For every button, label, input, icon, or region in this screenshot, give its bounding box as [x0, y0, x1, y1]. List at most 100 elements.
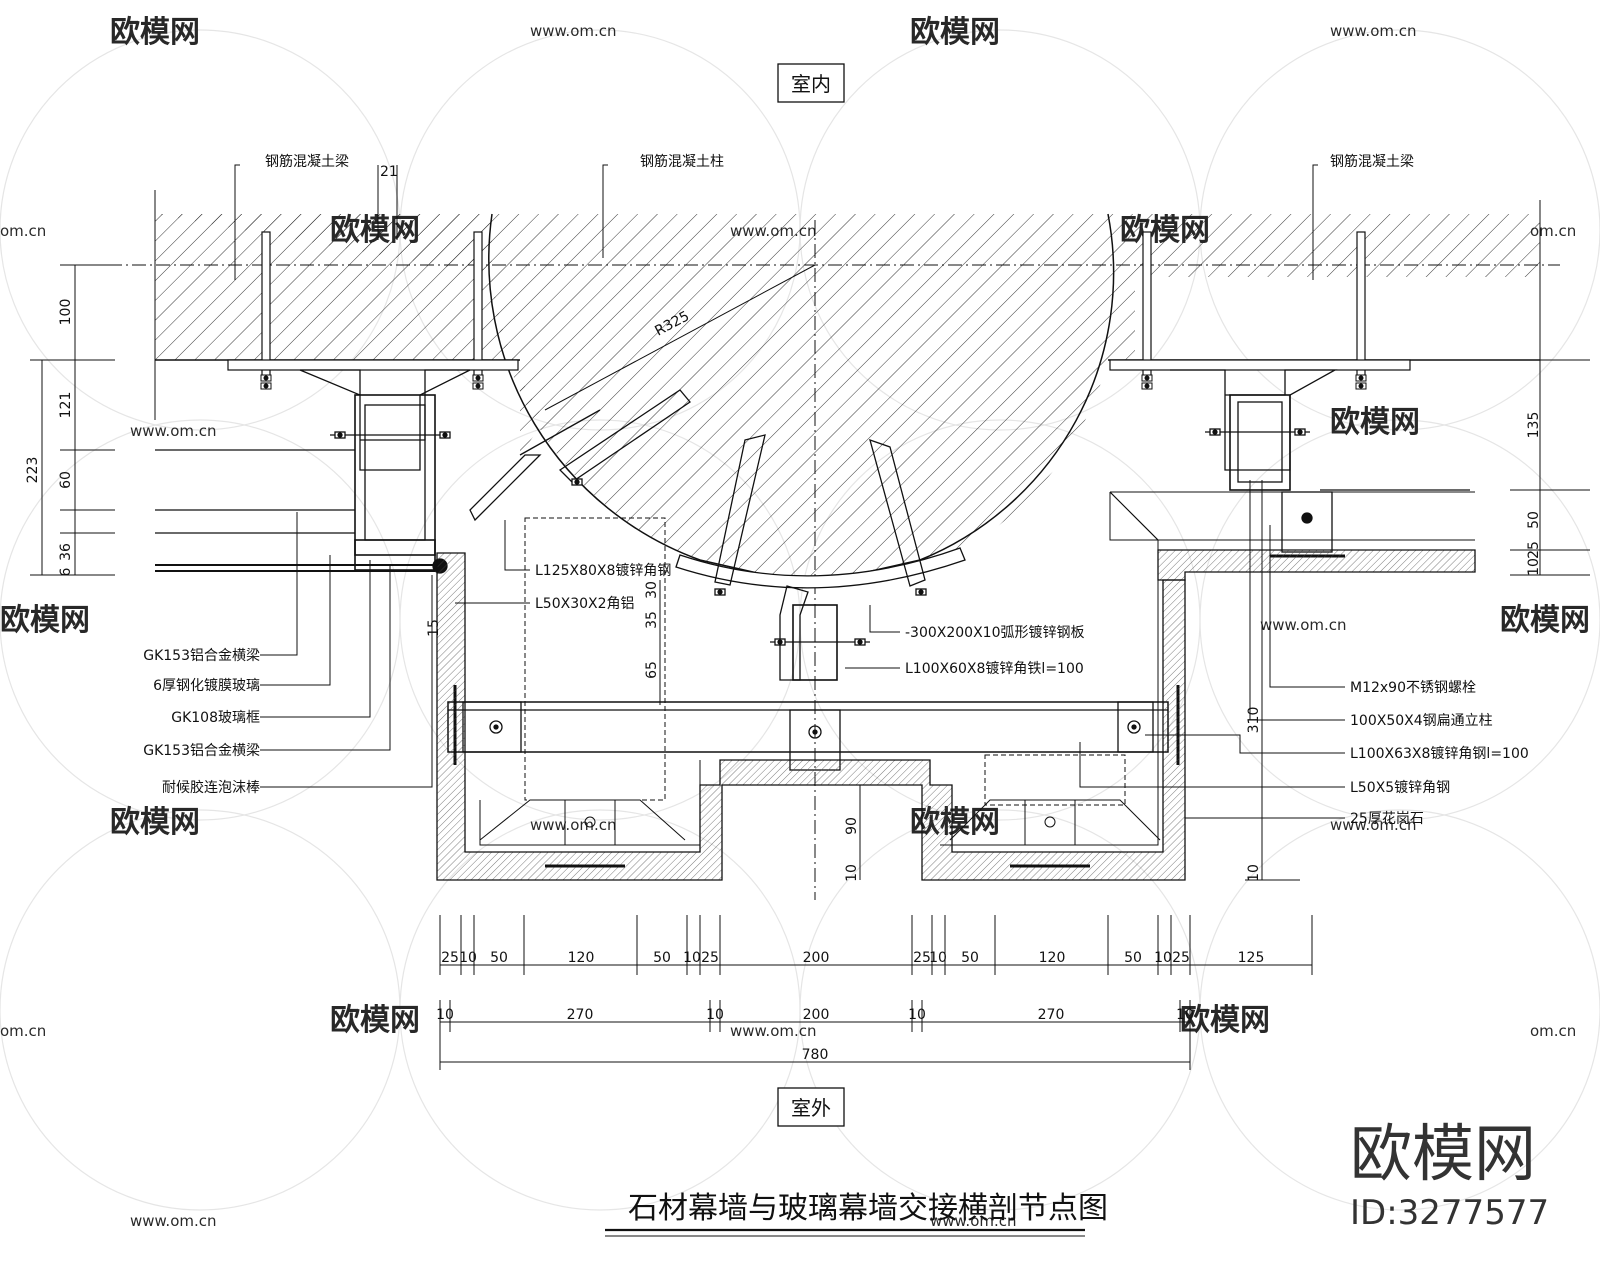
annotation-concrete-beam-left: 钢筋混凝土梁: [265, 153, 349, 170]
annotation-right-1: 100X50X4钢扁通立柱: [1350, 713, 1493, 729]
dim-label: 10: [1176, 1007, 1194, 1023]
horizontal-steel-member: [447, 685, 1180, 771]
brand-watermark: 欧模网 ID:3277577: [1350, 1117, 1549, 1233]
dim-label: 50: [1124, 950, 1142, 966]
model-id: ID:3277577: [1350, 1193, 1549, 1233]
wm-url: www.om.cn: [130, 1212, 217, 1230]
annotation-middle-1: L50X30X2角铝: [535, 596, 635, 612]
outdoor-tag: 室外: [777, 1087, 845, 1127]
dim-label: 10: [844, 864, 860, 882]
wm-url: www.om.cn: [130, 422, 217, 440]
indoor-label: 室内: [791, 72, 831, 96]
dim-label: 10: [1154, 950, 1172, 966]
annotation-left-0: GK153铝合金横梁: [143, 648, 260, 664]
dim-label: 90: [844, 817, 860, 835]
dim-label: 36: [58, 543, 74, 561]
wm-url: om.cn: [0, 222, 46, 240]
annotation-right-3: L50X5镀锌角钢: [1350, 779, 1450, 796]
wm-url: www.om.cn: [530, 816, 617, 834]
wm-url: www.om.cn: [1260, 616, 1347, 634]
wm-brand: 欧模网: [330, 1003, 420, 1038]
dim-label: 310: [1246, 707, 1262, 734]
dim-label: 10: [929, 950, 947, 966]
annotation-left-2: GK108玻璃框: [171, 709, 260, 726]
annotation-middle-0: L125X80X8镀锌角钢: [535, 562, 671, 579]
leader-lines: [234, 164, 1345, 819]
inner-frames: [479, 491, 1475, 868]
dim-label: 135: [1526, 412, 1542, 439]
wm-url: www.om.cn: [530, 22, 617, 40]
dim-label: 10: [436, 1007, 454, 1023]
wm-url: om.cn: [1530, 222, 1576, 240]
wm-url: www.om.cn: [1330, 22, 1417, 40]
dim-label: 25: [913, 950, 931, 966]
concrete-beams-and-column: R325: [60, 190, 1560, 900]
outdoor-label: 室外: [791, 1096, 831, 1120]
dim-label: 50: [653, 950, 671, 966]
dim-label: 223: [25, 457, 41, 484]
bottom-dimension-lines: [439, 915, 1313, 1070]
left-vertical-dimensions: [30, 165, 398, 576]
dim-label: 30: [644, 581, 660, 599]
right-mullion-assembly: [1170, 369, 1470, 558]
anchor-bolts: [227, 231, 1411, 390]
dim-label: 10: [683, 950, 701, 966]
center-vertical-dimensions: [659, 580, 861, 880]
wm-brand: 欧模网: [110, 15, 200, 50]
dim-label: 25: [441, 950, 459, 966]
dim-label: 10: [908, 1007, 926, 1023]
wm-brand: 欧模网: [1500, 603, 1590, 638]
wm-brand: 欧模网: [1180, 1003, 1270, 1038]
dim-label-total: 780: [802, 1047, 829, 1063]
dim-label: 200: [803, 950, 830, 966]
dim-label: 120: [568, 950, 595, 966]
annotation-left-1: 6厚钢化镀膜玻璃: [153, 677, 260, 694]
dim-label: 50: [490, 950, 508, 966]
left-mullion-assembly: [155, 369, 471, 574]
annotation-right-0: M12x90不锈钢螺栓: [1350, 680, 1476, 696]
annotation-right-4: 25厚花岗石: [1350, 811, 1424, 827]
dim-label: 21: [380, 164, 398, 180]
dim-label: 6: [58, 567, 74, 576]
dim-label: 270: [1038, 1007, 1065, 1023]
wm-url: om.cn: [1530, 1022, 1576, 1040]
dim-label: 120: [1039, 950, 1066, 966]
annotation-left-4: 耐候胶连泡沫棒: [162, 779, 260, 796]
dim-label: 10: [1246, 864, 1262, 882]
wm-url: om.cn: [0, 1022, 46, 1040]
dim-label: 121: [58, 392, 74, 419]
bottom-dimension-labels: 25 10 50 120 50 10 25 200 25 10 50 120 5…: [436, 950, 1264, 1063]
indoor-tag: 室内: [777, 63, 845, 103]
center-vertical-dim-labels: 30 35 65 90 10: [644, 581, 860, 882]
dim-label: 200: [803, 1007, 830, 1023]
dim-label: 10: [1526, 558, 1542, 576]
annotation-right-2: L100X63X8镀锌角钢l=100: [1350, 745, 1529, 762]
dim-label: 125: [1238, 950, 1265, 966]
annotation-middle-3: L100X60X8镀锌角铁l=100: [905, 660, 1084, 677]
wm-url: www.om.cn: [1330, 816, 1417, 834]
dim-label: 25: [1172, 950, 1190, 966]
dim-label: 25: [701, 950, 719, 966]
dim-label: 50: [1526, 511, 1542, 529]
annotation-middle-2: -300X200X10弧形镀锌钢板: [905, 624, 1085, 641]
right-vertical-dimensions: [1245, 359, 1590, 881]
wm-brand: 欧模网: [0, 603, 90, 638]
brand-logo-text: 欧模网: [1350, 1117, 1536, 1190]
wm-url: www.om.cn: [730, 1022, 817, 1040]
wm-brand: 欧模网: [1330, 405, 1420, 440]
dim-label: 10: [706, 1007, 724, 1023]
dim-label: 10: [459, 950, 477, 966]
drawing-title-block: 石材幕墙与玻璃幕墙交接横剖节点图: [605, 1191, 1108, 1237]
dim-label: 65: [644, 661, 660, 679]
right-vertical-dim-labels: 135 50 25 10 310 10: [1246, 412, 1542, 882]
dim-label: 100: [58, 299, 74, 326]
annotation-labels: 钢筋混凝土梁 钢筋混凝土柱 钢筋混凝土梁 GK153铝合金横梁 6厚钢化镀膜玻璃…: [143, 153, 1529, 827]
center-bracket-assembly: [469, 389, 966, 681]
wm-brand: 欧模网: [110, 805, 200, 840]
annotation-concrete-column: 钢筋混凝土柱: [640, 153, 724, 170]
wm-brand: 欧模网: [910, 15, 1000, 50]
dim-label: 60: [58, 471, 74, 489]
wm-url: www.om.cn: [930, 1212, 1017, 1230]
dim-label: 15: [426, 619, 442, 637]
